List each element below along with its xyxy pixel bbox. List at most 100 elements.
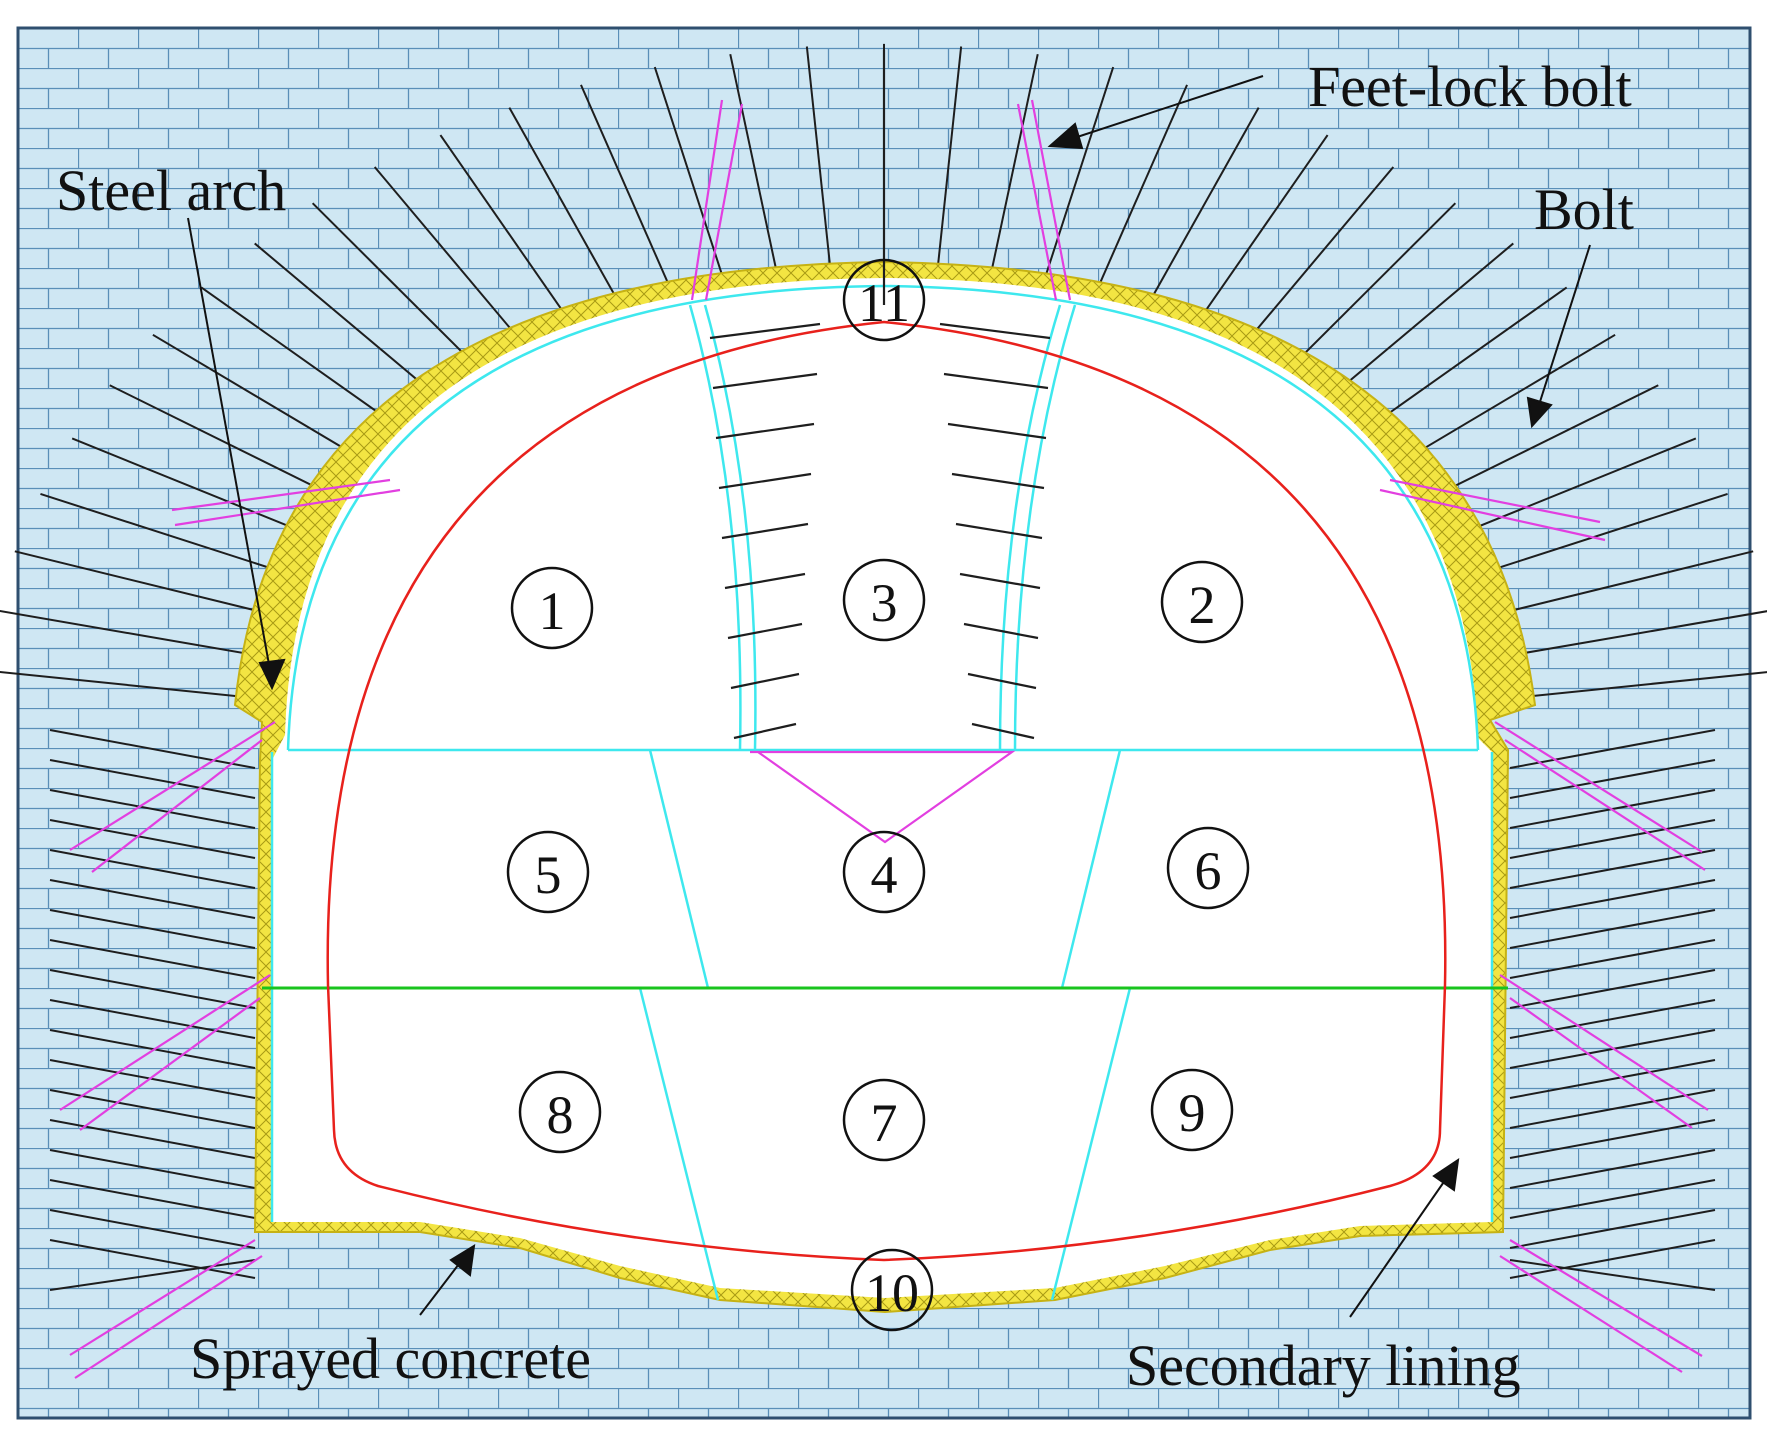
bolt [1509,1149,1716,1189]
section-circle [842,830,926,914]
section-number: 11 [858,273,910,333]
bolt [508,107,632,325]
bolt [49,849,256,889]
section-circle [842,1078,926,1162]
bolt [580,84,681,310]
bolt [49,1259,256,1291]
core-bolt [709,322,821,340]
bolt [1509,1179,1716,1219]
bolt [935,46,963,284]
bolt [49,999,256,1039]
section-number: 4 [871,845,898,905]
section-circle [842,558,926,642]
bolt [1509,1259,1716,1291]
section-number: 1 [539,581,566,641]
section-number: 7 [871,1093,898,1153]
label-feet-lock-bolt: Feet-lock bolt [1308,54,1632,119]
section-number: 2 [1189,575,1216,635]
bolt [1182,134,1329,344]
section-number: 6 [1195,841,1222,901]
bolt [1509,759,1716,799]
section-circle [510,566,594,650]
section-circle [850,1248,934,1332]
core-bolt [939,322,1051,340]
core-bolt [963,622,1039,640]
bolt [653,66,731,298]
label-sprayed-concrete: Sprayed concrete [190,1326,591,1391]
core-bolt [959,572,1041,590]
bolt [49,969,256,1009]
core-bolt [733,722,797,740]
bolt [49,939,256,979]
bolt [49,1179,256,1219]
bolt [49,1239,256,1279]
bolt [49,1059,256,1099]
bolt [1509,909,1716,949]
bolt [729,54,782,289]
core-bolt-group [709,50,1051,740]
bolt [805,46,833,284]
bolt [49,1089,256,1129]
bolt [1509,939,1716,979]
bolt [1509,819,1716,859]
bolt [14,550,298,622]
bolt [0,671,276,702]
label-secondary-lining: Secondary lining [1126,1333,1521,1398]
section-number: 3 [871,573,898,633]
excavation-interior [272,278,1492,1298]
section-circle [842,258,926,342]
bolt [1509,999,1716,1039]
core-bolt [947,422,1047,440]
section-circle [506,830,590,914]
bolt [986,54,1039,289]
secondary-lining-line [326,320,1447,1262]
bolt [49,879,256,919]
core-bolt [715,422,815,440]
bolt [49,1209,256,1249]
bolt [1509,1089,1716,1129]
bolt [49,759,256,799]
section-circle [518,1070,602,1154]
core-bolt [955,522,1043,540]
section-number: 9 [1179,1083,1206,1143]
bolt [1037,66,1115,298]
core-bolt [718,472,812,490]
core-bolt [721,522,809,540]
core-bolt [951,472,1045,490]
label-bolt: Bolt [1534,177,1634,242]
bolt [0,610,285,661]
bolt [1509,879,1716,919]
bolt [49,1029,256,1069]
bolt [1087,84,1188,310]
label-steel-arch: Steel arch [56,158,286,223]
core-bolt [971,722,1035,740]
core-bolt [730,672,800,690]
section-circle [1160,560,1244,644]
section-number: 10 [865,1263,919,1323]
bolt [1509,1209,1716,1249]
core-bolt [967,672,1037,690]
core-bolt [943,372,1049,390]
bolt [49,729,256,769]
bolt [49,909,256,949]
leader-arrows [187,75,1591,1318]
bolt [49,789,256,829]
bolt [1483,610,1767,661]
bolt [1470,550,1754,622]
bolt [1509,1059,1716,1099]
core-bolt [712,372,818,390]
bolt [49,1149,256,1189]
bolt [1509,1119,1716,1159]
bolt [1509,969,1716,1009]
feet-lock-bolt-group [59,99,1709,1379]
bolt [1509,729,1716,769]
core-bolt [727,622,803,640]
section-circle [1166,826,1250,910]
bolt [1509,1239,1716,1279]
section-circle [1150,1068,1234,1152]
section-number: 5 [535,845,562,905]
bolt [1492,671,1767,702]
bolt [49,819,256,859]
